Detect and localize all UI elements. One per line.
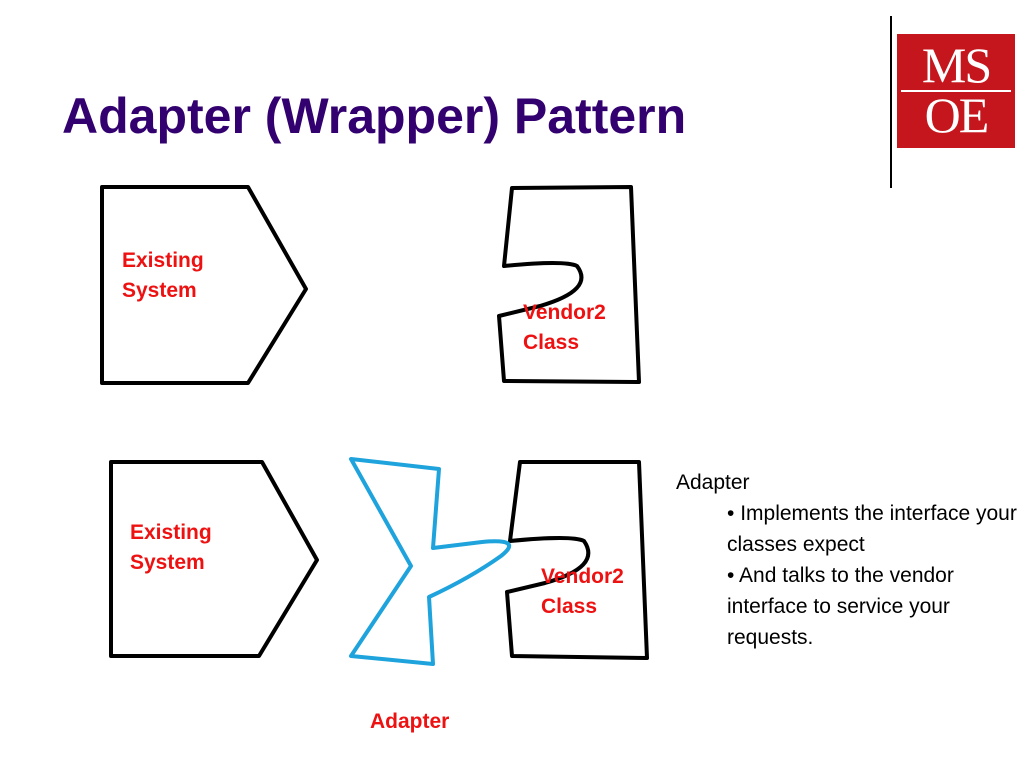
vendor-class-label-top-line2: Class [523, 331, 580, 354]
existing-system-label-bottom-line1: Existing [130, 521, 212, 544]
notes-bullet: • And talks to the vendor interface to s… [727, 560, 1024, 653]
vendor-class-label-top-line1: Vendor2 [523, 301, 606, 324]
logo-top-text: MS [921, 37, 992, 93]
vendor-class-shape-bottom [505, 460, 649, 660]
existing-system-shape-bottom [109, 460, 319, 658]
bullet-symbol: • [727, 564, 735, 587]
vendor-class-label-bottom: Vendor2 Class [541, 562, 624, 622]
existing-system-label-bottom: Existing System [130, 518, 212, 578]
existing-system-label-bottom-line2: System [130, 551, 205, 574]
logo-bottom-text: OE [924, 87, 990, 143]
existing-system-label-top-line2: System [122, 279, 197, 302]
vendor-class-label-top: Vendor2 Class [523, 298, 606, 358]
vendor-class-label-bottom-line1: Vendor2 [541, 565, 624, 588]
notes-heading: Adapter [676, 471, 750, 494]
adapter-notes: Adapter • Implements the interface your … [676, 467, 1024, 653]
bullet-symbol: • [727, 502, 735, 525]
adapter-caption: Adapter [370, 710, 450, 733]
slide-title: Adapter (Wrapper) Pattern [62, 88, 687, 144]
existing-system-shape-top [100, 185, 308, 385]
vendor-class-shape-top [497, 185, 641, 384]
existing-system-label-top: Existing System [122, 246, 204, 306]
notes-bullet-list: • Implements the interface your classes … [676, 498, 1024, 653]
adapter-shape [349, 457, 512, 666]
existing-system-label-top-line1: Existing [122, 249, 204, 272]
msoe-logo: MS OE [897, 34, 1015, 148]
notes-bullet-text: Implements the interface your classes ex… [727, 502, 1017, 556]
logo-divider-line [901, 90, 1011, 92]
vendor-class-label-bottom-line2: Class [541, 595, 598, 618]
notes-bullet: • Implements the interface your classes … [727, 498, 1024, 560]
notes-bullet-text: And talks to the vendor interface to ser… [727, 564, 954, 649]
header-divider [890, 16, 892, 188]
